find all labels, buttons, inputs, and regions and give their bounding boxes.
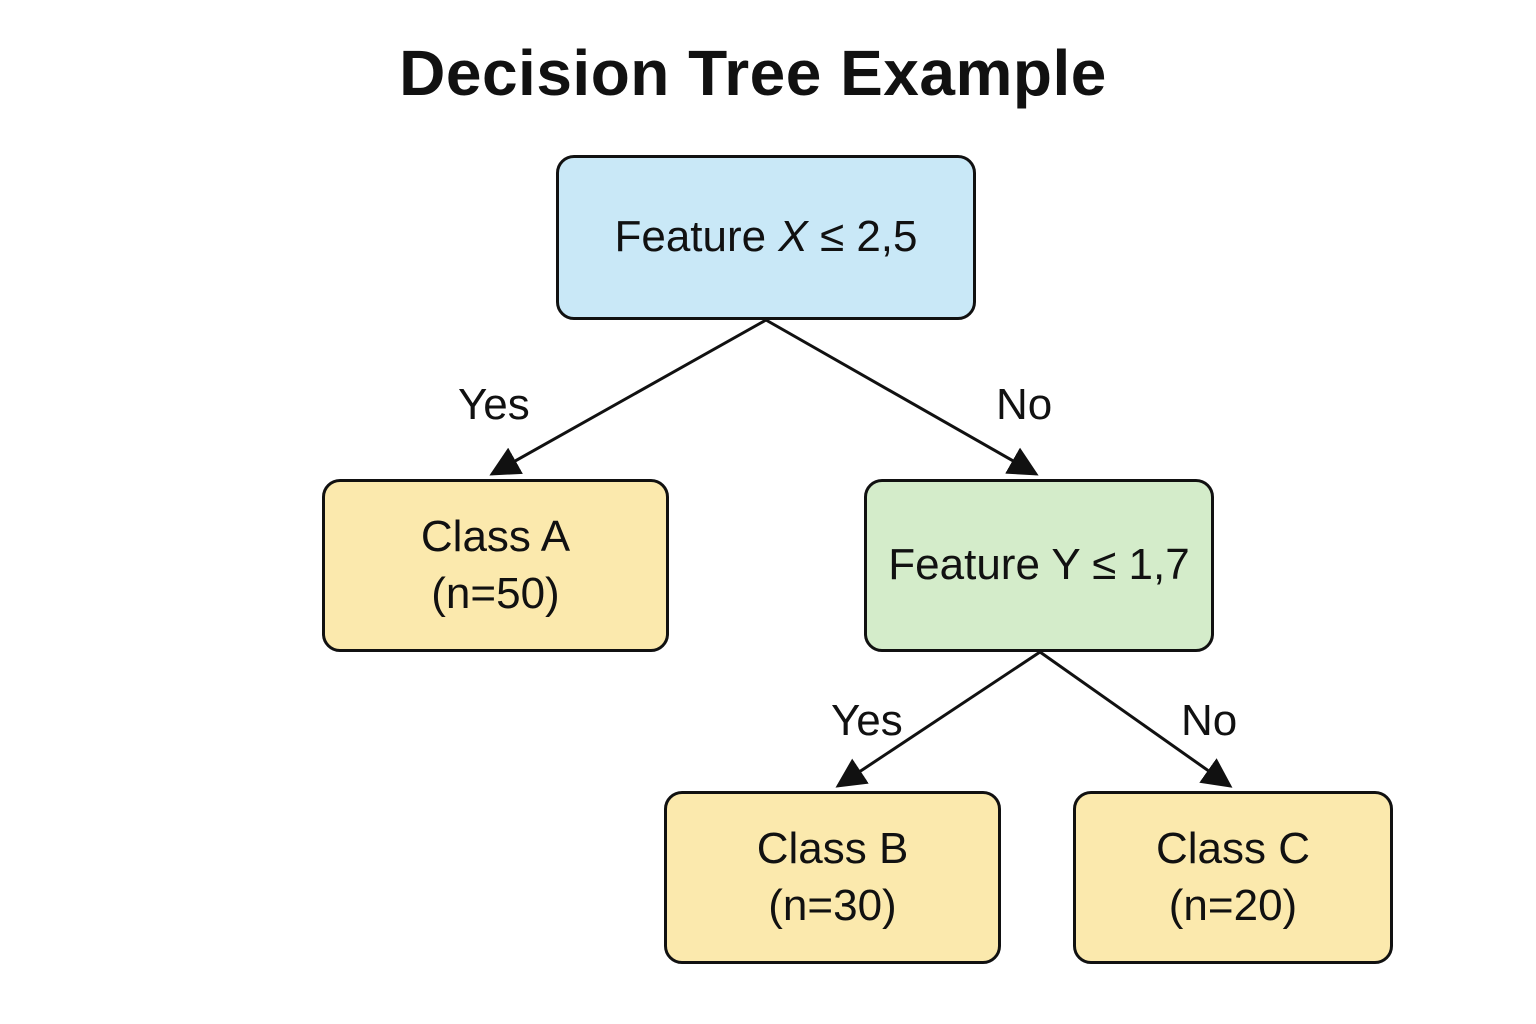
leaf-count-label: (n=20) (1168, 880, 1298, 930)
edge-label-no: No (996, 380, 1053, 429)
root-decision-node: Feature X ≤ 2,5 (556, 155, 976, 320)
edge-root-to-feature-y (765, 318, 1039, 476)
feature-word: Feature (614, 212, 767, 262)
edge-feature-y-to-class-b (835, 650, 1041, 788)
edge-label-yes: Yes (458, 380, 530, 429)
decision-node-feature-y: Feature Y ≤ 1,7 (864, 479, 1214, 652)
edge-root-to-class-a (489, 318, 767, 476)
variable-x: X (778, 212, 808, 262)
root-condition-label: Feature X ≤ 2,5 (614, 209, 917, 265)
leaf-count-label: (n=50) (431, 568, 560, 618)
leaf-class-label: Class A (420, 512, 571, 562)
leaf-count-label: (n=30) (768, 880, 897, 930)
feature-y-condition-label: Feature Y ≤ 1,7 (888, 540, 1190, 590)
leaf-node-class-b: Class B (n=30) (664, 791, 1001, 964)
leaf-class-label: Class B (756, 824, 909, 874)
edge-feature-y-to-class-c (1039, 650, 1233, 788)
edge-label-yes: Yes (831, 696, 903, 745)
condition-value: ≤ 2,5 (819, 212, 918, 262)
leaf-node-class-a: Class A (n=50) (322, 479, 669, 652)
diagram-title: Decision Tree Example (399, 37, 1107, 109)
leaf-node-class-c: Class C (n=20) (1073, 791, 1393, 964)
edge-label-no: No (1181, 696, 1238, 745)
leaf-class-label: Class C (1155, 824, 1311, 874)
